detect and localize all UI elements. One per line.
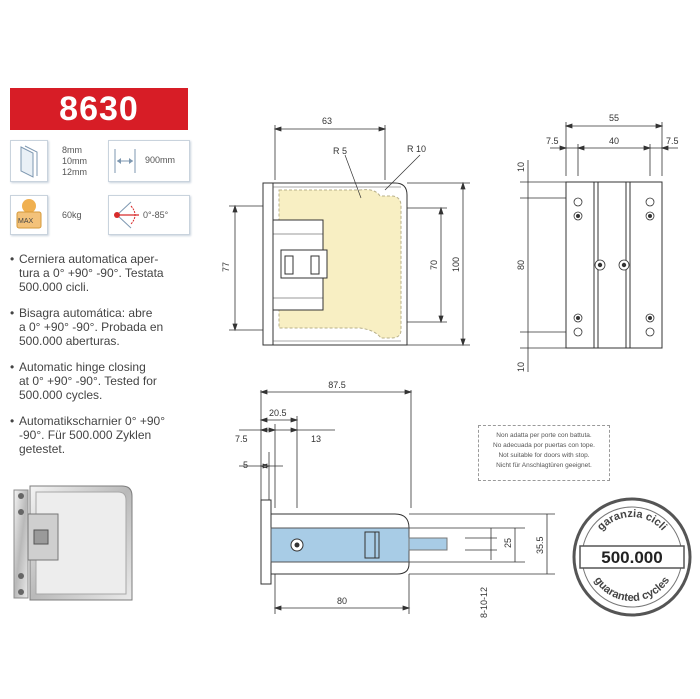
desc-line: tura a 0° +90° -90°. Testata [19, 266, 164, 280]
desc-line: -90°. Für 500.000 Zyklen [19, 428, 152, 442]
dim-55: 55 [609, 113, 619, 123]
warning-it: Non adatta per porte con battuta. [496, 432, 592, 439]
desc-line: Automatikscharnier 0° +90° [19, 414, 166, 428]
guarantee-stamp: garanzia cicli 500.000 guaranted cycles [572, 497, 692, 617]
opening-angle-icon [114, 201, 139, 229]
product-code-banner: 8630 [10, 88, 188, 130]
description-de: • Automatikscharnier 0° +90° -90°. Für 5… [10, 414, 200, 456]
dim-80: 80 [516, 260, 526, 270]
desc-line: 500.000 cicli. [19, 280, 90, 294]
dim-5: 5 [243, 460, 248, 470]
dim-70: 70 [429, 260, 439, 270]
stamp-number: 500.000 [601, 548, 662, 567]
glass-thickness-icon-box [10, 140, 48, 182]
glass-panel-icon [20, 145, 38, 178]
top-view-drawing: 87.5 20.5 7.5 13 5 80 25 35.5 8-10-12 [235, 380, 555, 618]
glass-thickness-list: 8mm 10mm 12mm [62, 145, 87, 178]
weight-icon [16, 199, 42, 229]
bullet: • [10, 306, 15, 320]
dim-87-5: 87.5 [328, 380, 346, 390]
thickness-10: 10mm [62, 156, 88, 166]
bullet: • [10, 360, 15, 374]
thickness-8: 8mm [62, 145, 82, 155]
description-it: • Cerniera automatica aper- tura a 0° +9… [10, 252, 200, 294]
front-view-drawing: 63 R 5 R 10 77 70 100 [221, 116, 470, 347]
dim-80-bottom: 80 [337, 596, 347, 606]
desc-line: Bisagra automática: abre [19, 306, 153, 320]
dim-7-5-right: 7.5 [666, 136, 679, 146]
dim-77: 77 [221, 262, 231, 272]
dim-40: 40 [609, 136, 619, 146]
dim-glass-thickness: 8-10-12 [479, 587, 489, 618]
angle-value: 0°-85° [143, 210, 169, 220]
max-badge: MAX [18, 218, 34, 225]
max-weight-icon-box: MAX [10, 195, 48, 235]
desc-line: Cerniera automatica aper- [19, 252, 159, 266]
product-code: 8630 [59, 89, 139, 128]
bullet: • [10, 414, 15, 428]
warning-en: Not suitable for doors with stop. [498, 452, 590, 459]
dim-20-5: 20.5 [269, 408, 287, 418]
desc-line: 500.000 aberturas. [19, 334, 120, 348]
side-view-drawing: 55 7.5 40 7.5 10 80 10 [516, 113, 679, 372]
desc-line: 500.000 cycles. [19, 388, 103, 402]
desc-line: at 0° +90° -90°. Tested for [19, 374, 157, 388]
desc-line: a 0° +90° -90°. Probada en [19, 320, 164, 334]
thickness-12: 12mm [62, 167, 88, 177]
width-arrows-icon [114, 149, 136, 173]
description-en: • Automatic hinge closing at 0° +90° -90… [10, 360, 200, 402]
dim-63: 63 [322, 116, 332, 126]
dim-7-5: 7.5 [235, 434, 248, 444]
dim-10-top: 10 [516, 162, 526, 172]
dim-35-5: 35.5 [535, 536, 545, 554]
description-es: • Bisagra automática: abre a 0° +90° -90… [10, 306, 200, 348]
radius-10-label: R 10 [407, 144, 426, 154]
dim-10-bottom: 10 [516, 362, 526, 372]
radius-5-label: R 5 [333, 146, 347, 156]
bullet: • [10, 252, 15, 266]
warning-es: No adecuada por puertas con tope. [493, 442, 595, 449]
dim-25: 25 [503, 538, 513, 548]
warning-de: Nicht für Anschlagtüren geeignet. [496, 462, 592, 469]
max-weight-value: 60kg [62, 210, 82, 220]
max-width-icon-box [108, 140, 190, 182]
max-width-value: 900mm [145, 155, 176, 165]
dim-13: 13 [311, 434, 321, 444]
desc-line: getestet. [19, 442, 66, 456]
dim-7-5-left: 7.5 [546, 136, 559, 146]
hinge-product-illustration [13, 485, 133, 601]
door-stop-warning: Non adatta per porte con battuta. No ade… [478, 425, 610, 481]
desc-line: Automatic hinge closing [19, 360, 146, 374]
dim-100: 100 [451, 257, 461, 272]
angle-icon-box [108, 195, 190, 235]
